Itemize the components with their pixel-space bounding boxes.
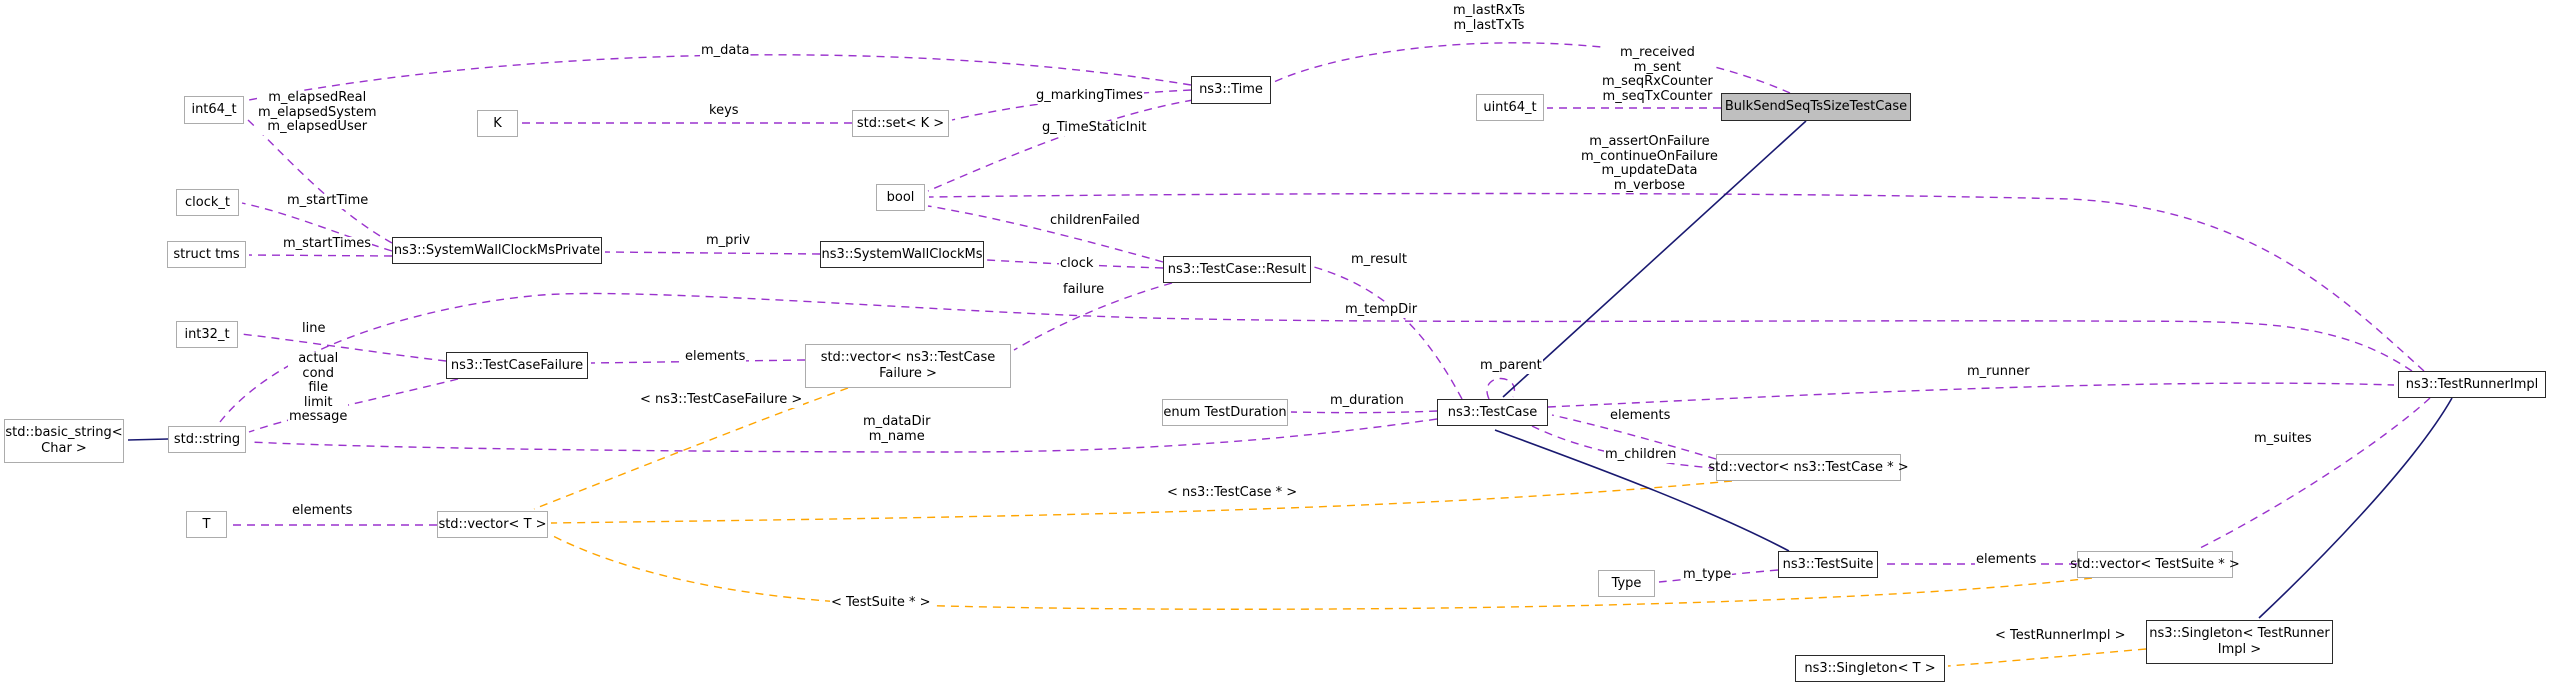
edge-label-tmpl-test-runner-impl: < TestRunnerImpl > (1994, 628, 2127, 644)
edge-m-elapsed (247, 119, 393, 244)
node-int64-t: int64_t (184, 96, 244, 124)
node-std-vector-test-case-ptr: std::vector< ns3::TestCase * > (1708, 454, 1909, 481)
edge-m-flags (928, 192, 2425, 372)
node-std-basic-string-char: std::basic_string<Char > (4, 419, 124, 463)
node-clock-t: clock_t (176, 189, 239, 216)
edge-inherit-test-suite (1494, 429, 1790, 552)
edge-inherit-bulk-send (1502, 120, 1807, 398)
node-ns3-test-case[interactable]: ns3::TestCase (1437, 399, 1548, 426)
edge-m-suites (2197, 397, 2431, 550)
edge-m-duration (1290, 410, 1438, 414)
edge-label-m-type: m_type (1682, 567, 1733, 583)
edge-label-m-result: m_result (1350, 252, 1408, 268)
node-std-string: std::string (168, 426, 246, 453)
edge-label-elements-suite: elements (1975, 552, 2038, 568)
edge-line (240, 333, 447, 362)
edge-tmpl-test-runner-impl (1947, 648, 2147, 667)
edge-tmpl-test-case-failure (533, 387, 849, 510)
edge-failure (1013, 282, 1173, 351)
node-ns3-time[interactable]: ns3::Time (1191, 76, 1271, 104)
edge-label-elements-case: elements (1609, 408, 1672, 424)
node-int32-t: int32_t (176, 321, 238, 348)
node-t: T (186, 511, 227, 538)
edge-children-failed (927, 205, 1164, 263)
edge-tmpl-test-suite-ptr (550, 534, 2093, 610)
edge-elements-failure (590, 359, 806, 364)
edge-label-m-parent: m_parent (1479, 358, 1543, 374)
node-ns3-singleton-t[interactable]: ns3::Singleton< T > (1795, 655, 1945, 682)
edge-label-tmpl-test-case-ptr: < ns3::TestCase * > (1166, 485, 1299, 501)
edge-label-elements-failure: elements (684, 349, 747, 365)
edge-label-m-children: m_children (1604, 447, 1678, 463)
node-struct-tms: struct tms (167, 241, 246, 268)
node-std-vector-test-suite-ptr: std::vector< TestSuite * > (2070, 551, 2240, 578)
edge-label-m-duration: m_duration (1329, 393, 1405, 409)
edge-label-m-start-time: m_startTime (286, 193, 370, 209)
edge-label-m-temp-dir: m_tempDir (1344, 302, 1419, 318)
edge-inherit-string (127, 438, 169, 441)
edge-label-line: line (301, 321, 327, 337)
edge-m-parent (1486, 377, 1516, 400)
edge-failure-strings (248, 378, 459, 433)
edge-label-g-marking-times: g_markingTimes (1035, 88, 1144, 104)
edge-m-result (1313, 266, 1463, 400)
edge-tmpl-test-case-ptr (550, 480, 1733, 524)
node-test-case-result[interactable]: ns3::TestCase::Result (1163, 256, 1311, 283)
edge-label-m-start-times: m_startTimes (282, 236, 373, 252)
edge-inherit-test-runner (2258, 397, 2453, 619)
node-k: K (477, 110, 518, 137)
node-enum-test-duration: enum TestDuration (1162, 399, 1288, 426)
edge-label-tmpl-test-case-failure: < ns3::TestCaseFailure > (639, 392, 804, 408)
edge-m-start-times (248, 254, 393, 257)
node-bulk-send-seq-ts-size-test-case: BulkSendSeqTsSizeTestCase (1721, 93, 1911, 121)
node-test-case-failure[interactable]: ns3::TestCaseFailure (446, 352, 588, 379)
edge-label-m-suites: m_suites (2253, 431, 2313, 447)
edge-elements-case (1551, 414, 1717, 460)
edge-label-elements-t: elements (291, 503, 354, 519)
node-uint64-t: uint64_t (1476, 94, 1544, 121)
edge-m-start-time (241, 202, 393, 252)
edge-label-children-failed: childrenFailed (1049, 213, 1141, 229)
node-system-wall-clock-ms[interactable]: ns3::SystemWallClockMs (820, 241, 984, 268)
edge-g-time-static-init (927, 99, 1194, 192)
edge-m-temp-dir (219, 292, 2413, 423)
node-std-set-k: std::set< K > (852, 110, 949, 137)
edge-m-runner (1547, 382, 2395, 408)
edge-label-m-data: m_data (700, 43, 751, 59)
edge-label-failure: failure (1062, 282, 1106, 298)
node-type: Type (1598, 570, 1655, 597)
edge-label-clock: clock (1059, 256, 1095, 272)
edge-m-priv (604, 251, 821, 255)
node-bool: bool (876, 184, 925, 211)
edge-g-marking-times (951, 89, 1192, 121)
node-ns3-test-suite[interactable]: ns3::TestSuite (1778, 551, 1878, 578)
edge-label-m-runner: m_runner (1966, 364, 2031, 380)
edge-m-children (1531, 425, 1714, 469)
node-std-vector-t: std::vector< T > (437, 511, 548, 538)
edge-label-tmpl-test-suite-ptr: < TestSuite * > (830, 595, 932, 611)
edge-label-keys: keys (708, 103, 740, 119)
node-ns3-test-runner-impl[interactable]: ns3::TestRunnerImpl (2398, 371, 2546, 398)
edge-label-m-priv: m_priv (705, 233, 752, 249)
node-system-wall-clock-ms-private[interactable]: ns3::SystemWallClockMsPrivate (392, 237, 602, 264)
edge-label-g-time-static-init: g_TimeStaticInit (1041, 120, 1148, 136)
